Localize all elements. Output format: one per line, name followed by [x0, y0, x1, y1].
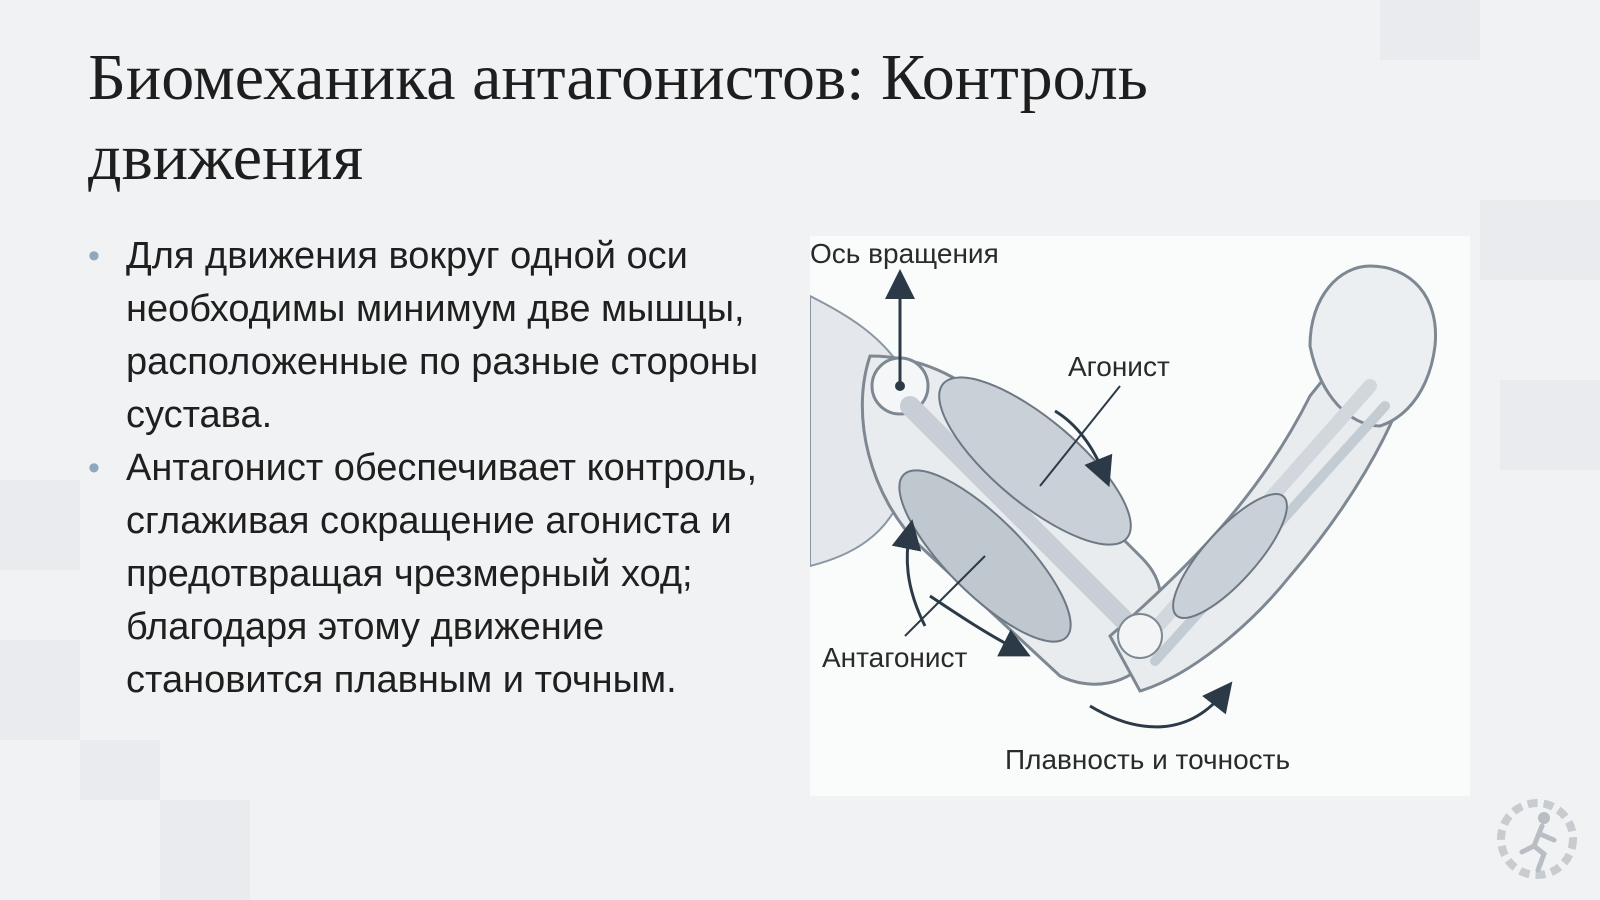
smoothness-label: Плавность и точность [1005, 744, 1291, 775]
axis-dot [895, 381, 905, 391]
antagonist-motion-arrow [929, 594, 1031, 657]
bullet-dot-icon: • [88, 449, 100, 487]
agonist-muscle [938, 376, 1132, 546]
hand-outline [1308, 264, 1438, 428]
bullet-text: Для движения вокруг одной оси необходимы… [126, 235, 759, 436]
bullet-dot-icon: • [88, 237, 100, 275]
elbow-joint [1117, 613, 1163, 659]
runner-gear-icon [1497, 799, 1577, 879]
arm-illustration [810, 264, 1438, 729]
background-tile [1480, 200, 1600, 280]
bullet-list: • Для движения вокруг одной оси необходи… [88, 230, 768, 707]
smoothness-arrow [1089, 681, 1233, 729]
background-tile [80, 740, 160, 800]
arm-anatomy-figure: Ось вращения Агонист Антагонист Плавност… [810, 236, 1470, 796]
background-tile [0, 480, 80, 570]
bullet-text: Антагонист обеспечивает контроль, сглажи… [126, 447, 758, 701]
axis-label: Ось вращения [810, 238, 999, 269]
background-tile [0, 640, 80, 740]
slide-title: Биомеханика антагонистов: Контроль движе… [88, 41, 1148, 194]
bullet-item: • Для движения вокруг одной оси необходи… [88, 230, 768, 442]
bullet-item: • Антагонист обеспечивает контроль, сгла… [88, 442, 768, 707]
agonist-label: Агонист [1068, 351, 1170, 382]
forearm-muscle [1172, 493, 1288, 619]
background-tile [1380, 0, 1480, 60]
antagonist-pointer [904, 555, 986, 637]
antagonist-motion-arrow [891, 519, 927, 627]
antagonist-label: Антагонист [822, 642, 968, 673]
agonist-pointer [1039, 385, 1121, 487]
humerus-bone [900, 396, 1140, 636]
agonist-motion-arrow [1054, 409, 1113, 488]
background-tile [160, 800, 250, 900]
background-tile [1500, 380, 1600, 470]
